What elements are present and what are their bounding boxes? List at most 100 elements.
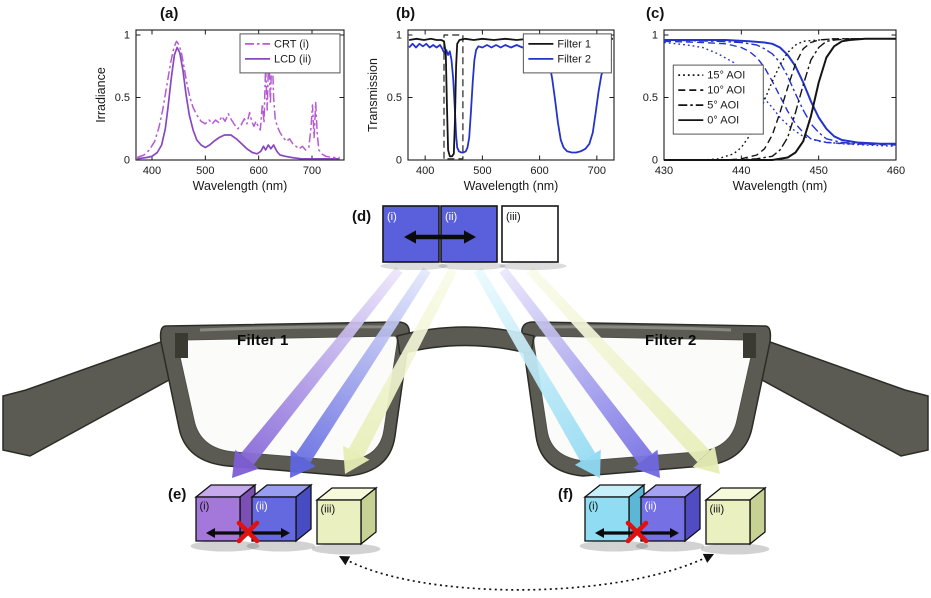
double-arrow-head-right	[281, 528, 290, 538]
double-arrow-head-right	[464, 230, 476, 244]
series-blue-5deg	[663, 39, 896, 145]
light-beam-right-paleyellow	[526, 266, 710, 463]
x-tick-label: 600	[530, 165, 548, 177]
panel-label-d: (d)	[352, 208, 372, 225]
x-tick-label: 430	[655, 165, 673, 177]
series-Filter 2	[408, 42, 612, 154]
legend-label: LCD (ii)	[274, 53, 311, 65]
light-beam-left-blue	[296, 267, 431, 463]
y-tick-label: 0.5	[115, 92, 130, 104]
double-arrow-head-left	[206, 528, 215, 538]
light-beam-arrowhead-left-paleyellow	[343, 445, 370, 474]
cube-shadow	[190, 540, 260, 552]
x-tick-label: 400	[143, 165, 161, 177]
light-beam-arrowhead-left-blue	[290, 449, 316, 478]
y-tick-label: 1	[124, 30, 130, 42]
series-LCD	[136, 46, 340, 160]
filter2-label: Filter 2	[645, 332, 697, 349]
light-beam-arrowhead-left-purple	[232, 449, 259, 478]
x-tick-label: 500	[473, 165, 491, 177]
light-beam-arrowhead-right-cyan	[574, 449, 601, 478]
double-arrow-head-left	[404, 230, 416, 244]
left-hinge	[175, 333, 188, 358]
x-axis-label: Wavelength (nm)	[193, 179, 288, 193]
series-zoom-region-box	[443, 34, 464, 160]
cube-shadow	[311, 543, 381, 555]
legend-box	[239, 33, 341, 74]
legend-label: Filter 2	[557, 53, 591, 65]
cube-label: (ii)	[645, 501, 657, 513]
cube-front-face	[705, 499, 751, 545]
left-frame-highlight	[199, 325, 393, 332]
series-blue-15deg	[663, 41, 897, 147]
series-blue-0deg	[664, 39, 896, 145]
square-shadow	[438, 262, 506, 270]
square-shadow	[499, 262, 567, 270]
legend-label: 5° AOI	[707, 100, 739, 112]
light-beam-right-blueviolet	[499, 267, 653, 464]
x-tick-label: 500	[196, 165, 214, 177]
d-square-label: (ii)	[445, 211, 457, 223]
y-axis-label: Transmission	[366, 58, 380, 132]
x-tick-label: 600	[249, 165, 267, 177]
x-tick-label: 400	[416, 165, 434, 177]
legend-label: Filter 1	[557, 38, 591, 50]
x-axis-label: Wavelength (nm)	[464, 179, 559, 193]
cube-label: (i)	[589, 501, 599, 513]
legend-label: 0° AOI	[707, 115, 739, 127]
y-tick-label: 0	[396, 155, 402, 167]
series-black-5deg	[664, 38, 896, 161]
light-beam-right-cyan	[474, 267, 596, 462]
right-frame-highlight	[538, 325, 732, 332]
x-tick-label: 700	[303, 165, 321, 177]
blocked-x-mark	[236, 520, 260, 544]
x-tick-label: 700	[588, 165, 606, 177]
panel-label-c: (c)	[646, 5, 665, 22]
double-arrow-head-right	[670, 528, 679, 538]
series-black-10deg	[664, 38, 896, 161]
cube-label: (ii)	[256, 501, 268, 513]
panel-label-a: (a)	[160, 5, 179, 22]
x-tick-label: 440	[732, 165, 750, 177]
light-beam-arrowhead-right-paleyellow	[692, 446, 720, 474]
cube-shadow	[579, 540, 649, 552]
series-CRT	[136, 40, 340, 159]
y-tick-label: 0	[124, 155, 130, 167]
panel-label-f: (f)	[558, 486, 573, 503]
legend-label: CRT (i)	[274, 38, 309, 50]
y-axis-label: Irradiance	[94, 67, 108, 123]
light-beam-arrowhead-right-blueviolet	[633, 449, 660, 478]
legend-box	[522, 33, 612, 74]
cube-label: (i)	[200, 501, 210, 513]
light-beam-left-paleyellow	[348, 267, 457, 457]
light-beam-left-purple	[240, 267, 403, 465]
panel-label-b: (b)	[396, 5, 416, 22]
d-square-label: (iii)	[506, 211, 521, 223]
x-tick-label: 450	[809, 165, 827, 177]
cube-front-face	[316, 499, 362, 545]
series-blue-10deg	[663, 40, 897, 146]
link-arc-arrowhead-right	[702, 553, 714, 563]
double-arrow-head-left	[595, 528, 604, 538]
blocked-x-mark	[625, 520, 649, 544]
cube-shadow	[246, 540, 316, 552]
series-black-0deg	[664, 37, 896, 161]
cube-shadow	[700, 543, 770, 555]
panel-label-e: (e)	[168, 486, 187, 503]
d-square-label: (i)	[387, 211, 397, 223]
legend-label: 15° AOI	[707, 70, 745, 82]
legend-box	[672, 64, 764, 135]
y-tick-label: 0	[652, 155, 658, 167]
link-arc	[344, 556, 708, 591]
x-tick-label: 460	[887, 165, 905, 177]
x-axis-label: Wavelength (nm)	[733, 179, 828, 193]
right-hinge	[743, 333, 756, 358]
square-shadow	[380, 262, 448, 270]
cube-shadow	[635, 540, 705, 552]
legend-label: 10° AOI	[707, 85, 745, 97]
